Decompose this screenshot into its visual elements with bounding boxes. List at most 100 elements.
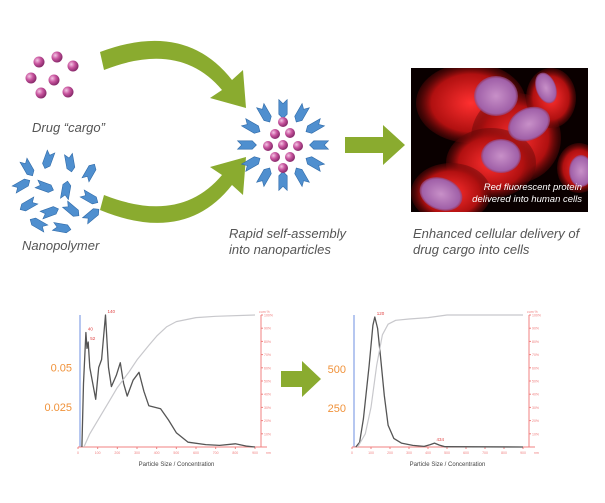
nanopolymer-label: Nanopolymer bbox=[22, 238, 100, 253]
y-tick-label: 250 bbox=[328, 403, 346, 415]
x-tick-label: 200 bbox=[387, 451, 393, 455]
cargo-sphere-icon bbox=[270, 152, 280, 162]
polymer-chevron-icon bbox=[81, 208, 100, 225]
delivery-label-line2: drug cargo into cells bbox=[413, 242, 530, 257]
cumulative-line bbox=[83, 314, 256, 448]
x-tick-label: 600 bbox=[193, 451, 199, 455]
right-tick-label: 100% bbox=[532, 314, 541, 318]
nanoparticle-assembly bbox=[236, 98, 330, 192]
right-tick-label: 10% bbox=[532, 432, 539, 436]
cumulative-line bbox=[357, 314, 523, 448]
right-tick-label: 30% bbox=[532, 406, 539, 410]
fluorescent-cell-image: Red fluorescent protein delivered into h… bbox=[411, 68, 588, 212]
cargo-sphere-icon bbox=[25, 72, 37, 84]
drug-cargo-spheres bbox=[25, 51, 79, 99]
right-tick-label: 60% bbox=[264, 366, 271, 370]
polymer-chevron-icon bbox=[81, 163, 97, 183]
cargo-sphere-icon bbox=[285, 128, 295, 138]
right-tick-label: 50% bbox=[532, 380, 539, 384]
polymer-chevron-icon bbox=[64, 152, 76, 173]
polymer-chevron-icon bbox=[60, 180, 72, 201]
cargo-sphere-icon bbox=[48, 74, 60, 86]
polymer-chevron-icon bbox=[42, 149, 56, 169]
assembly-label-line2: into nanoparticles bbox=[229, 242, 331, 257]
polymer-chevron-icon bbox=[51, 222, 72, 234]
assembly-label-line1: Rapid self-assembly bbox=[229, 226, 347, 241]
right-axis-label: cum % bbox=[259, 310, 270, 314]
concentration-line bbox=[81, 314, 256, 448]
x-tick-label: 300 bbox=[134, 451, 140, 455]
polymer-chevron-icon bbox=[240, 118, 261, 134]
polymer-chevron-icon bbox=[278, 98, 288, 119]
right-tick-label: 30% bbox=[264, 406, 271, 410]
x-tick-label: 100 bbox=[95, 451, 101, 455]
right-tick-label: 70% bbox=[532, 353, 539, 357]
cargo-sphere-icon bbox=[33, 56, 45, 68]
polymer-chevron-icon bbox=[34, 179, 54, 193]
polymer-chevron-icon bbox=[39, 206, 59, 220]
polymer-chevron-icon bbox=[236, 140, 257, 150]
polymer-chevron-icon bbox=[309, 140, 330, 150]
y-tick-label: 0.025 bbox=[44, 402, 72, 414]
polymer-chevron-icon bbox=[61, 200, 80, 217]
arrow-between-charts-icon bbox=[281, 361, 321, 397]
cargo-sphere-icon bbox=[278, 117, 288, 127]
arrow-right-icon bbox=[345, 125, 405, 165]
cargo-sphere-icon bbox=[293, 141, 303, 151]
cargo-sphere-icon bbox=[263, 141, 273, 151]
cargo-sphere-icon bbox=[285, 152, 295, 162]
x-tick-label: 500 bbox=[173, 451, 179, 455]
nanopolymer-chevrons bbox=[11, 149, 100, 234]
x-tick-label: 0 bbox=[351, 451, 353, 455]
peak-label: 40 bbox=[88, 326, 94, 331]
x-tick-label: 800 bbox=[501, 451, 507, 455]
concentration-line bbox=[355, 316, 524, 448]
polymer-chevron-icon bbox=[294, 102, 310, 123]
x-tick-label: 600 bbox=[463, 451, 469, 455]
right-tick-label: 70% bbox=[264, 353, 271, 357]
x-tick-label: 700 bbox=[482, 451, 488, 455]
x-tick-label: 100 bbox=[368, 451, 374, 455]
x-tick-label: 0 bbox=[77, 451, 79, 455]
cargo-sphere-icon bbox=[62, 86, 74, 98]
polymer-chevron-icon bbox=[240, 156, 261, 172]
drug-cargo-label: Drug “cargo” bbox=[32, 120, 105, 135]
x-tick-label: 500 bbox=[444, 451, 450, 455]
cargo-sphere-icon bbox=[278, 140, 288, 150]
x-tick-label: 400 bbox=[425, 451, 431, 455]
polymer-chevron-icon bbox=[305, 118, 326, 134]
y-tick-label: 0.05 bbox=[51, 362, 72, 374]
caption-line2: delivered into human cells bbox=[472, 194, 582, 205]
delivery-label: Enhanced cellular delivery of drug cargo… bbox=[413, 226, 579, 258]
caption-line1: Red fluorescent protein bbox=[483, 182, 582, 193]
right-tick-label: 20% bbox=[264, 419, 271, 423]
peak-label: 434 bbox=[436, 437, 444, 442]
peak-label: 120 bbox=[377, 311, 385, 316]
right-axis-label: cum % bbox=[527, 310, 538, 314]
right-tick-label: 80% bbox=[532, 340, 539, 344]
x-axis-title: Particle Size / Concentration bbox=[410, 462, 486, 468]
x-unit-label: nm bbox=[266, 451, 271, 455]
x-tick-label: 400 bbox=[154, 451, 160, 455]
x-tick-label: 800 bbox=[232, 451, 238, 455]
image-caption: Red fluorescent protein delivered into h… bbox=[472, 182, 582, 206]
polymer-chevron-icon bbox=[278, 171, 288, 192]
right-tick-label: 50% bbox=[264, 380, 271, 384]
polymer-chevron-icon bbox=[79, 189, 99, 205]
right-tick-label: 90% bbox=[264, 327, 271, 331]
cargo-sphere-icon bbox=[35, 87, 47, 99]
right-tick-label: 40% bbox=[532, 393, 539, 397]
assembly-label: Rapid self-assembly into nanoparticles bbox=[229, 226, 346, 258]
right-tick-label: 60% bbox=[532, 366, 539, 370]
polymer-chevron-icon bbox=[256, 167, 272, 188]
right-tick-label: 90% bbox=[532, 327, 539, 331]
cargo-sphere-icon bbox=[270, 129, 280, 139]
polymer-chevron-icon bbox=[256, 102, 272, 123]
cargo-sphere-icon bbox=[278, 163, 288, 173]
right-tick-label: 40% bbox=[264, 393, 271, 397]
right-tick-label: 80% bbox=[264, 340, 271, 344]
